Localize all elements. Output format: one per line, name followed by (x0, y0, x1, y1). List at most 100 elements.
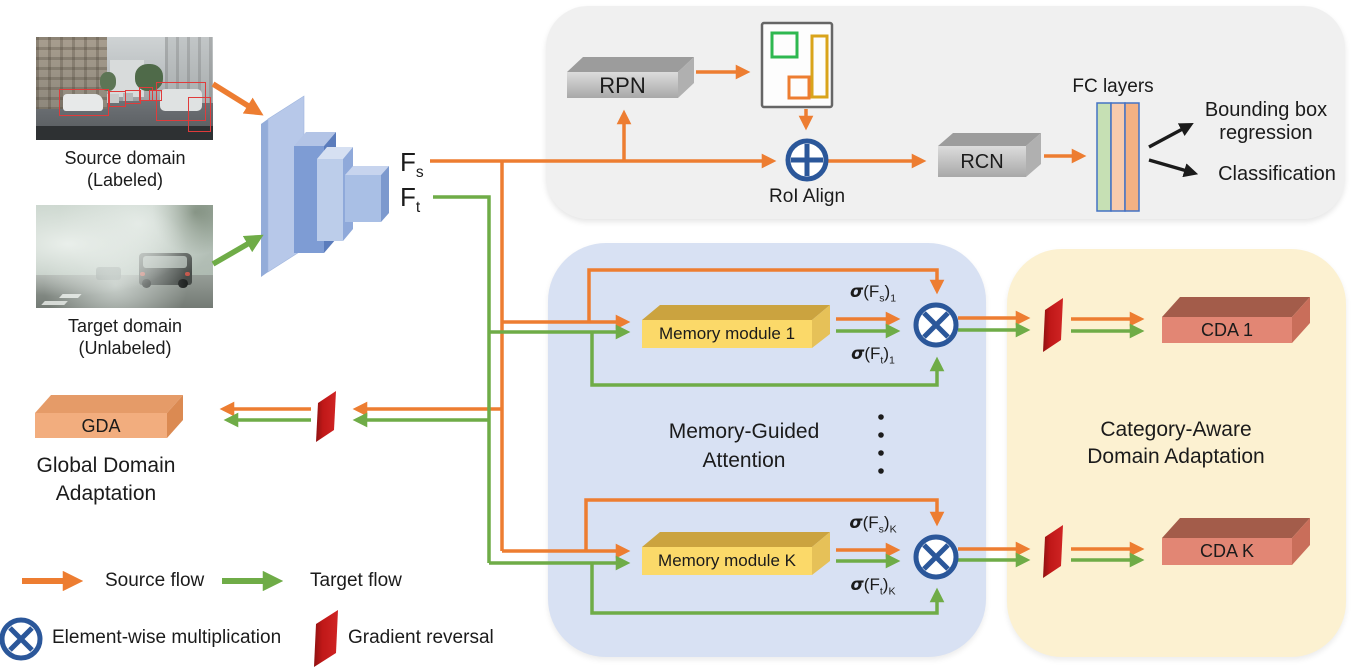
sigma-index: K (889, 523, 897, 536)
bypass1-green (590, 332, 945, 387)
legend-gradient-reversal-label: Gradient reversal (348, 627, 494, 648)
sigma-index: 1 (889, 354, 895, 367)
sigma-glyph: σ (849, 282, 864, 302)
memoryk-top (642, 532, 830, 547)
proposals-frame (760, 21, 834, 109)
rpn-block (567, 57, 694, 98)
detection-head-panel (546, 6, 1345, 219)
roi-align-icon (785, 138, 829, 182)
legend-graphics (0, 570, 338, 667)
sigma-index: 1 (890, 292, 897, 305)
target-flow-lines (211, 195, 1145, 615)
legend-elementwise-multiply-icon (0, 617, 43, 661)
cda1-front (1162, 317, 1292, 343)
fs-feature-label: Fs (400, 147, 424, 183)
cnn-plate-3-top (317, 147, 353, 159)
bypass1-orange (587, 268, 945, 322)
cnn-plate-4-top (345, 166, 389, 175)
bbox-annotation (108, 90, 127, 107)
cdak-top (1162, 518, 1310, 538)
source-caption-line1: Source domain (64, 148, 186, 168)
ft-vertical-line (433, 195, 491, 563)
cnn-plate-3 (317, 159, 343, 241)
source-flow-lines (211, 64, 1145, 559)
memory1-top (642, 305, 830, 320)
proposal-orange (787, 75, 811, 100)
memory1-front (642, 320, 812, 348)
bypassk-orange (584, 498, 945, 551)
sigma-fsk-label: σ(Fs)K (849, 513, 896, 536)
gda-block (35, 395, 183, 438)
rpn-label: RPN (599, 73, 646, 98)
gradient-reversal-icon-gda (316, 391, 336, 442)
trees-small (99, 72, 116, 91)
rcn-label: RCN (960, 151, 1004, 173)
legend-elementwise-label: Element-wise multiplication (52, 627, 282, 648)
cnn-plate-4 (345, 175, 381, 222)
cnn-plate-edge (261, 119, 268, 277)
sigma-close: ) (883, 513, 890, 532)
rcn-top (938, 133, 1041, 146)
ft-subscript: t (415, 199, 421, 217)
ft-letter: F (400, 182, 416, 212)
bbox-annotation (59, 88, 109, 117)
memoryk-front (642, 547, 812, 575)
proposal-gold (810, 34, 829, 99)
sigma-close: ) (882, 575, 889, 594)
sigma-sub: t (879, 585, 883, 598)
source-input-arrow (211, 81, 264, 116)
bbox-line1: Bounding box (1204, 99, 1328, 121)
cnn-plate-2 (294, 146, 324, 253)
small-car-2 (122, 92, 134, 101)
sigma-glyph: σ (850, 575, 864, 595)
cdak-front (1162, 538, 1292, 565)
cda-1-label: CDA 1 (1200, 320, 1254, 340)
rcn-block (938, 133, 1041, 177)
cda-1-block (1162, 297, 1310, 343)
bbox-annotation (138, 87, 154, 101)
elementwise-multiply-icon-k (913, 534, 959, 580)
arrow-to-bbox-regression (1148, 122, 1194, 149)
memoryk-side (812, 532, 830, 575)
cda1-side (1292, 297, 1310, 343)
backbone-cnn (261, 95, 389, 277)
gda-caption-line1: Global Domain (36, 454, 176, 477)
ft-feature-label: Ft (400, 182, 420, 218)
bbox-annotation (149, 89, 162, 101)
bbox-line2: regression (1219, 122, 1313, 144)
roi-align-label: RoI Align (768, 186, 846, 207)
target-domain-caption: Target domain (Unlabeled) (68, 316, 182, 359)
classification-label: Classification (1218, 163, 1336, 185)
bypassk-green (590, 563, 945, 615)
proposal-green (770, 31, 799, 59)
rcn-side (1026, 133, 1041, 177)
memory-module-k-label: Memory module K (658, 551, 796, 570)
sigma-fs1-label: σ(Fs)1 (850, 282, 896, 305)
sigma-sub: s (878, 523, 884, 536)
fs-subscript: s (415, 164, 424, 182)
mga-title-line2: Attention (702, 449, 786, 472)
source-caption-line2: (Labeled) (86, 169, 164, 190)
cda-title: Category-Aware Domain Adaptation (1087, 416, 1264, 470)
fc-bar-peach (1110, 102, 1126, 212)
legend-gradient-reversal-icon (314, 610, 338, 667)
rpn-front (567, 72, 678, 98)
sigma-close: ) (883, 344, 890, 363)
gda-caption: Global Domain Adaptation (37, 452, 176, 508)
gda-caption-line2: Adaptation (55, 482, 157, 505)
memory-module-1-block (642, 305, 830, 348)
sigma-close: ) (884, 282, 891, 301)
car-hood (36, 125, 213, 140)
arrow-to-classification (1148, 158, 1199, 178)
cda-title-line1: Category-Aware (1100, 418, 1252, 441)
gda-front (35, 413, 167, 438)
sigma-glyph: σ (849, 513, 863, 533)
cda1-top (1162, 297, 1310, 317)
sigma-open: (F (864, 344, 881, 363)
legend-target-flow-label: Target flow (310, 570, 402, 591)
white-car-right (159, 88, 203, 112)
bbox-annotation (156, 82, 207, 122)
legend-source-flow-label: Source flow (105, 570, 205, 591)
